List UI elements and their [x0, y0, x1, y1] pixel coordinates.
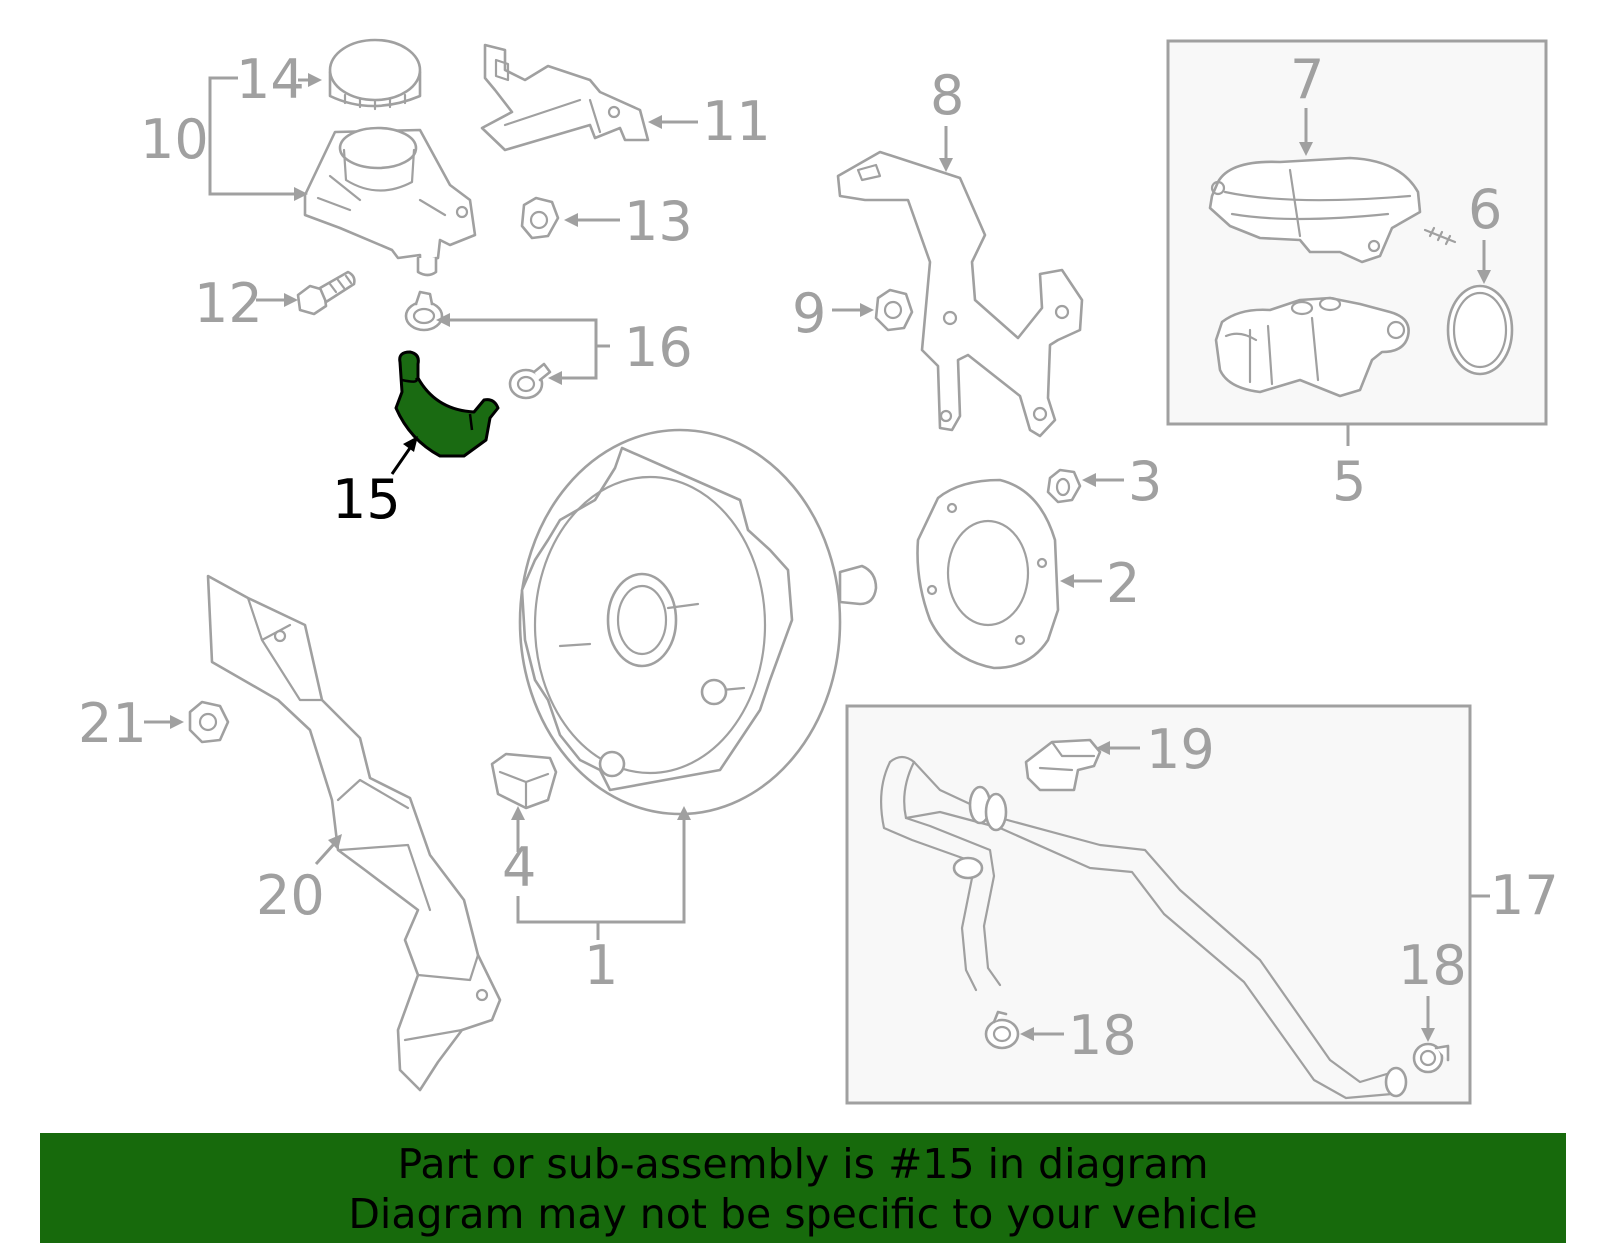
nut-9: [874, 288, 914, 332]
master-cylinder-body: [1214, 296, 1410, 398]
master-cylinder-reservoir: [1208, 156, 1457, 264]
sensor-4: [490, 752, 558, 810]
callout-6: 6: [1468, 178, 1502, 241]
info-banner: Part or sub-assembly is #15 in diagram D…: [40, 1133, 1566, 1243]
callout-11: 11: [702, 90, 771, 153]
callout-18-left: 18: [1068, 1004, 1137, 1067]
reservoir: [303, 126, 477, 277]
callout-3: 3: [1128, 450, 1162, 513]
bracket-11: [480, 43, 650, 152]
o-ring-6: [1446, 284, 1514, 376]
callout-2: 2: [1106, 552, 1140, 615]
nut-13: [520, 196, 560, 240]
hose-clamp-18-right: [1412, 1042, 1450, 1074]
vacuum-hose-15-highlighted: [394, 350, 500, 458]
callout-17: 17: [1490, 864, 1559, 927]
vacuum-hose-group-box: [845, 704, 1472, 1105]
bracket-8: [836, 150, 1084, 438]
gasket-2: [916, 478, 1060, 670]
banner-line-2: Diagram may not be specific to your vehi…: [348, 1190, 1258, 1238]
callout-1: 1: [584, 934, 618, 997]
nut-3: [1046, 468, 1082, 504]
bolt-12: [296, 270, 356, 316]
callout-8: 8: [930, 64, 964, 127]
callout-21: 21: [78, 692, 147, 755]
vacuum-hose-17: [880, 755, 1408, 1100]
callout-13: 13: [624, 190, 693, 253]
callout-10: 10: [140, 108, 209, 171]
hose-clamp-18-left: [984, 1010, 1020, 1050]
banner-line-1: Part or sub-assembly is #15 in diagram: [397, 1140, 1209, 1188]
callout-12: 12: [194, 272, 263, 335]
callout-15: 15: [332, 468, 401, 531]
hose-clamp-16-top: [404, 290, 444, 332]
leader-lines: [144, 73, 1491, 1042]
hose-clamp-16-bottom: [508, 362, 552, 400]
callout-14: 14: [236, 48, 305, 111]
reservoir-cap: [328, 38, 422, 111]
callout-16: 16: [624, 316, 693, 379]
callout-20: 20: [256, 864, 325, 927]
callout-4: 4: [502, 836, 536, 899]
nut-21: [188, 700, 230, 744]
clip-19: [1024, 738, 1102, 792]
callout-18-right: 18: [1398, 934, 1467, 997]
callout-9: 9: [792, 282, 826, 345]
brake-booster: [518, 428, 878, 816]
callout-7: 7: [1290, 48, 1324, 111]
callout-19: 19: [1146, 718, 1215, 781]
insulator-20: [206, 574, 502, 1092]
callout-5: 5: [1332, 450, 1366, 513]
